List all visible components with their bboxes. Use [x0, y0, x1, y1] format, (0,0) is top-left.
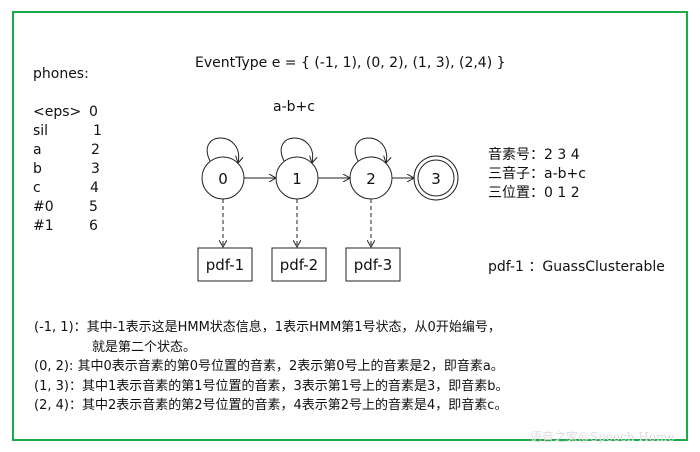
triphone-info: 音素号：2 3 4 三音子：a-b+c 三位置：0 1 2 — [488, 146, 586, 203]
phone-row: #0 5 — [33, 198, 102, 217]
figure-border — [12, 11, 688, 441]
pdf-label: pdf-1 — [206, 256, 244, 274]
self-loop-0 — [206, 137, 238, 163]
pdf-box-3 — [345, 247, 401, 282]
phone-name: b — [33, 161, 42, 177]
phone-name: #1 — [33, 218, 54, 234]
phone-name: <eps> — [33, 104, 82, 120]
state-label: 0 — [218, 170, 228, 188]
pdf-label: pdf-2 — [280, 256, 318, 274]
phone-name: a — [33, 142, 42, 158]
phone-id: 2 — [91, 142, 100, 158]
phone-name: sil — [33, 123, 49, 139]
pdf-label: pdf-3 — [354, 256, 392, 274]
info-line: 三音子：a-b+c — [488, 166, 586, 182]
watermark: 语音之家@Speech Home — [530, 430, 675, 444]
state-label: 1 — [292, 170, 302, 188]
note-line: (-1, 1)：其中-1表示这是HMM状态信息，1表示HMM第1号状态，从0开始… — [34, 320, 501, 335]
phone-id: 4 — [90, 180, 99, 196]
self-loop-2 — [354, 137, 386, 163]
phone-name: #0 — [33, 199, 54, 215]
triphone-label: a-b+c — [273, 99, 315, 115]
pdf-note: pdf-1 ：GuassClusterable — [488, 259, 665, 275]
info-line: 三位置：0 1 2 — [488, 185, 580, 201]
phone-id: 0 — [89, 104, 98, 120]
self-loop-1 — [280, 137, 312, 163]
info-line: 音素号：2 3 4 — [488, 147, 580, 163]
event-type-title: EventType e = { (-1, 1), (0, 2), (1, 3),… — [195, 55, 506, 71]
phone-row: <eps> 0 — [33, 103, 102, 122]
phones-heading: phones: — [33, 66, 89, 82]
phone-name: c — [33, 180, 41, 196]
note-line: (1, 3)：其中1表示音素的第1号位置的音素，3表示第1号上的音素是3，即音素… — [34, 378, 509, 394]
phone-id: 3 — [91, 161, 100, 177]
note-line: (0, 2): 其中0表示音素的第0号位置的音素，2表示第0号上的音素是2，即音… — [34, 359, 504, 374]
state-label: 3 — [431, 170, 441, 188]
note-line: (2, 4)：其中2表示音素的第2号位置的音素，4表示第2号上的音素是4，即音素… — [34, 398, 508, 413]
phone-row: sil 1 — [33, 122, 102, 141]
phone-id: 6 — [89, 218, 98, 234]
pdf-box-1 — [197, 247, 253, 282]
explanation-notes: (-1, 1)：其中-1表示这是HMM状态信息，1表示HMM第1号状态，从0开始… — [34, 318, 509, 416]
phone-id: 5 — [89, 199, 98, 215]
phone-row: #1 6 — [33, 217, 102, 236]
state-label: 2 — [366, 170, 376, 188]
phone-id: 1 — [93, 123, 102, 139]
note-line: 就是第二个状态。 — [92, 339, 197, 355]
pdf-box-2 — [271, 247, 327, 282]
